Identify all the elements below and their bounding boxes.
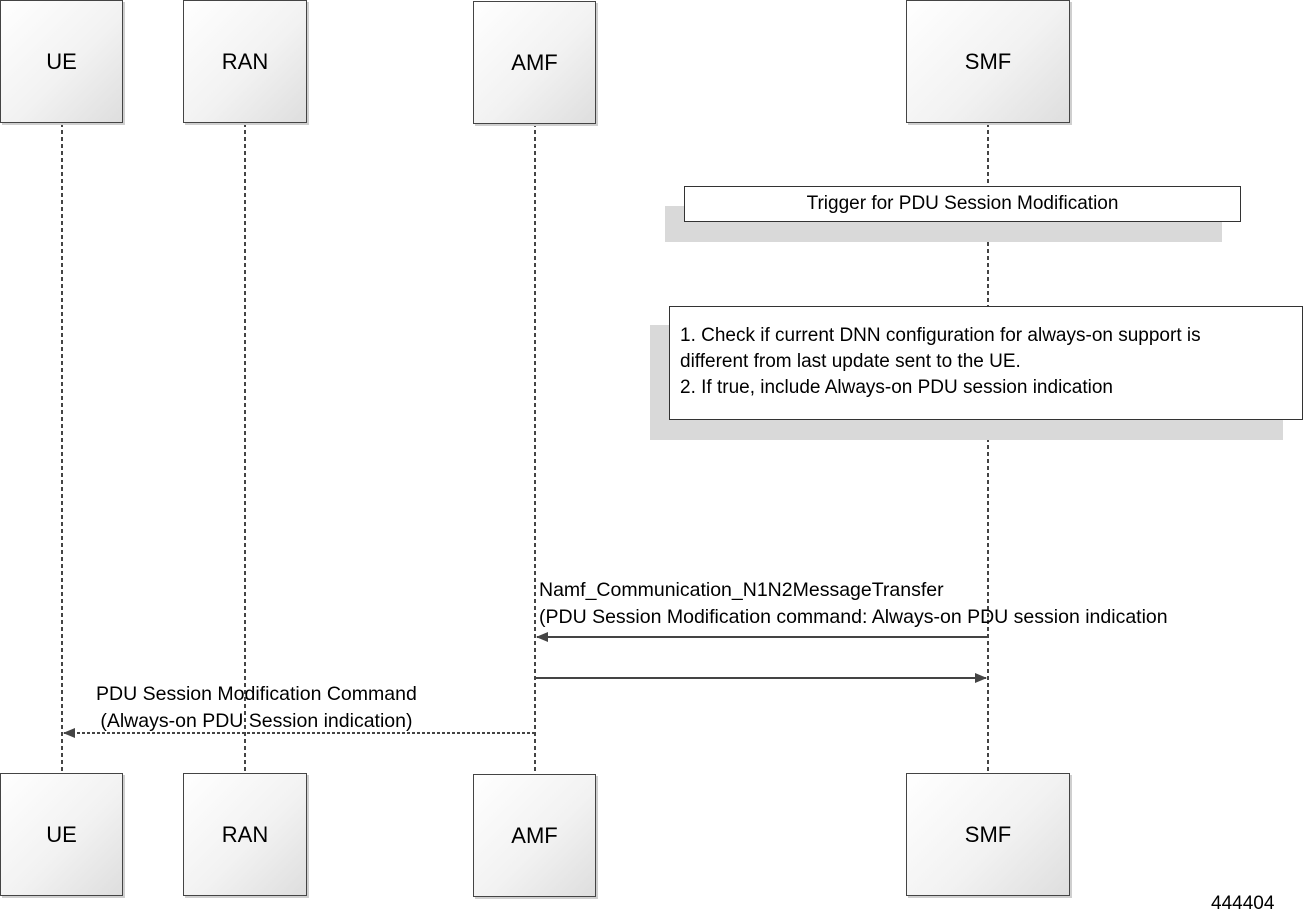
message-n1n2-line-2: (PDU Session Modification command: Alway… [539, 606, 1168, 628]
participant-ue-bottom: UE [0, 773, 123, 896]
trigger-note: Trigger for PDU Session Modification [684, 186, 1241, 222]
message-ue-command-line-1: PDU Session Modification Command [96, 683, 417, 705]
participant-amf-bottom: AMF [473, 774, 596, 897]
figure-number: 444404 [1211, 893, 1275, 914]
message-n1n2-label: Namf_Communication_N1N2MessageTransfer (… [539, 577, 1168, 631]
check-note-line-2: different from last update sent to the U… [680, 351, 1021, 372]
participant-smf-top: SMF [906, 0, 1070, 123]
message-ue-command-label: PDU Session Modification Command (Always… [96, 681, 417, 735]
participant-ran-top: RAN [183, 0, 307, 123]
participant-amf-top: AMF [473, 1, 596, 124]
check-note: 1. Check if current DNN configuration fo… [669, 306, 1303, 420]
participant-smf-bottom: SMF [906, 773, 1070, 896]
check-note-line-1: 1. Check if current DNN configuration fo… [680, 325, 1201, 346]
message-n1n2-line-1: Namf_Communication_N1N2MessageTransfer [539, 579, 944, 601]
message-ue-command-line-2: (Always-on PDU Session indication) [100, 710, 413, 732]
participant-ran-bottom: RAN [183, 773, 307, 896]
participant-ue-top: UE [0, 0, 123, 123]
check-note-line-3: 2. If true, include Always-on PDU sessio… [680, 377, 1113, 398]
